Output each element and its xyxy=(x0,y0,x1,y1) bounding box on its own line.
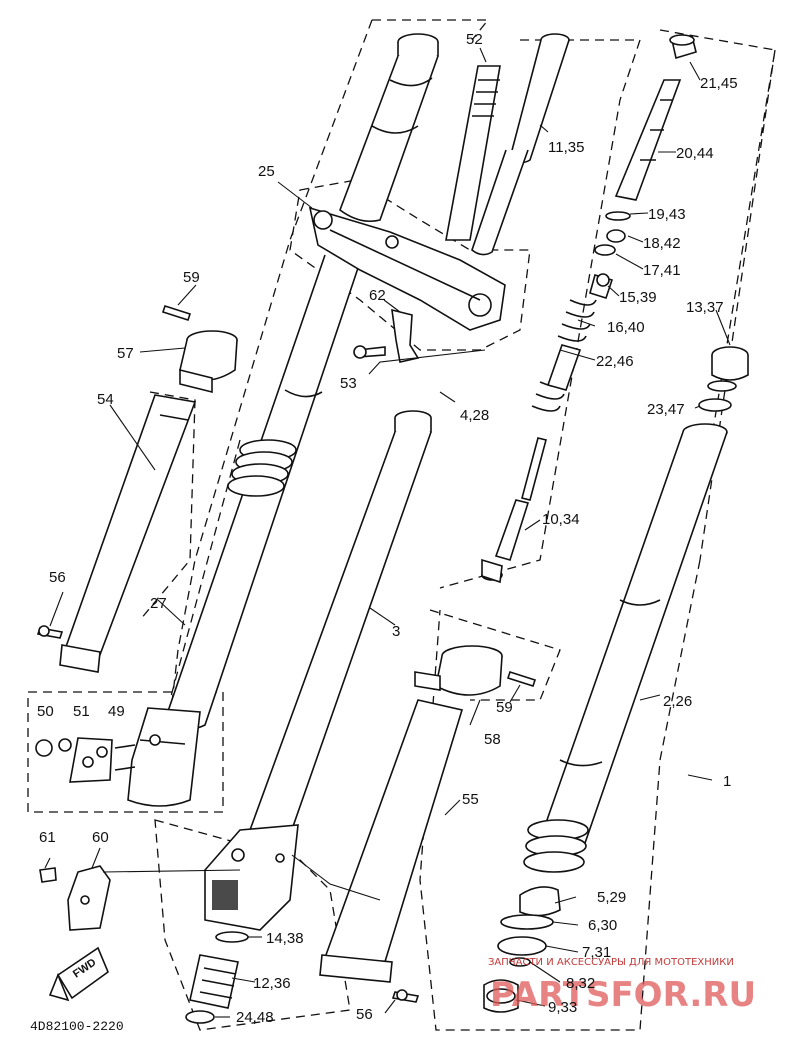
leader-lines xyxy=(44,47,731,1018)
part-label-51: 51 xyxy=(73,703,90,720)
watermark: ЗАПЧАСТИ И АКСЕССУАРЫ ДЛЯ МОТОТЕХНИКИ PA… xyxy=(488,957,756,1015)
part-label-14-38: 14,38 xyxy=(266,930,304,947)
part-label-49: 49 xyxy=(108,703,125,720)
part-label-62: 62 xyxy=(369,287,386,304)
watermark-logo: PARTSFOR.RU xyxy=(490,975,756,1015)
part-label-15-39: 15,39 xyxy=(619,289,657,306)
part-label-10-34: 10,34 xyxy=(542,511,580,528)
part-label-13-37: 13,37 xyxy=(686,299,724,316)
part-label-22-46: 22,46 xyxy=(596,353,634,370)
part-labels: 52 11,35 21,45 20,44 25 19,43 18,42 17,4… xyxy=(37,31,738,1026)
watermark-caption: ЗАПЧАСТИ И АКСЕССУАРЫ ДЛЯ МОТОТЕХНИКИ xyxy=(488,957,734,968)
part-label-12-36: 12,36 xyxy=(253,975,291,992)
part-label-60: 60 xyxy=(92,829,109,846)
part-label-59-mid: 59 xyxy=(496,699,513,716)
part-label-18-42: 18,42 xyxy=(643,235,681,252)
cable-guide-bracket xyxy=(353,308,420,363)
part-label-7-31: 7,31 xyxy=(582,944,611,961)
damper-cartridge xyxy=(471,33,631,584)
inner-tube-center xyxy=(204,410,432,931)
part-label-61: 61 xyxy=(39,829,56,846)
part-label-16-40: 16,40 xyxy=(607,319,645,336)
fwd-arrow-icon: FWD xyxy=(48,946,109,1002)
part-label-5-29: 5,29 xyxy=(597,889,626,906)
fork-guard-left xyxy=(36,304,238,673)
part-label-1: 1 xyxy=(723,773,731,790)
part-label-53: 53 xyxy=(340,375,357,392)
part-label-4-28: 4,28 xyxy=(460,407,489,424)
part-label-59-top: 59 xyxy=(183,269,200,286)
part-label-50: 50 xyxy=(37,703,54,720)
part-label-17-41: 17,41 xyxy=(643,262,681,279)
part-label-58: 58 xyxy=(484,731,501,748)
part-label-56-bottom: 56 xyxy=(356,1006,373,1023)
part-label-11-35: 11,35 xyxy=(548,139,584,156)
fork-seal-stack xyxy=(227,439,297,497)
part-label-3: 3 xyxy=(392,623,400,640)
part-label-21-45: 21,45 xyxy=(700,75,738,92)
part-label-8-32: 8,32 xyxy=(566,975,595,992)
part-label-52: 52 xyxy=(466,31,483,48)
part-label-56-left: 56 xyxy=(49,569,66,586)
part-label-9-33: 9,33 xyxy=(548,999,577,1016)
diagram-code: 4D82100-2220 xyxy=(30,1019,124,1034)
part-label-57: 57 xyxy=(117,345,134,362)
bottom-left-parts xyxy=(39,865,249,1024)
part-label-24-48: 24,48 xyxy=(236,1009,274,1026)
damper-shaft xyxy=(614,34,697,201)
outer-tube-right xyxy=(523,346,749,873)
part-label-23-47: 23,47 xyxy=(647,401,685,418)
part-label-19-43: 19,43 xyxy=(648,206,686,223)
under-bracket xyxy=(308,65,506,331)
fork-guard-right xyxy=(319,645,537,1003)
part-label-20-44: 20,44 xyxy=(676,145,714,162)
part-label-25: 25 xyxy=(258,163,275,180)
inner-tube-left xyxy=(127,33,439,807)
axle-clamp-parts xyxy=(35,737,136,783)
part-label-2-26: 2,26 xyxy=(663,693,692,710)
part-label-55: 55 xyxy=(462,791,479,808)
part-label-6-30: 6,30 xyxy=(588,917,617,934)
part-label-54: 54 xyxy=(97,391,114,408)
part-label-27: 27 xyxy=(150,595,167,612)
seal-stack-right xyxy=(483,886,561,1013)
